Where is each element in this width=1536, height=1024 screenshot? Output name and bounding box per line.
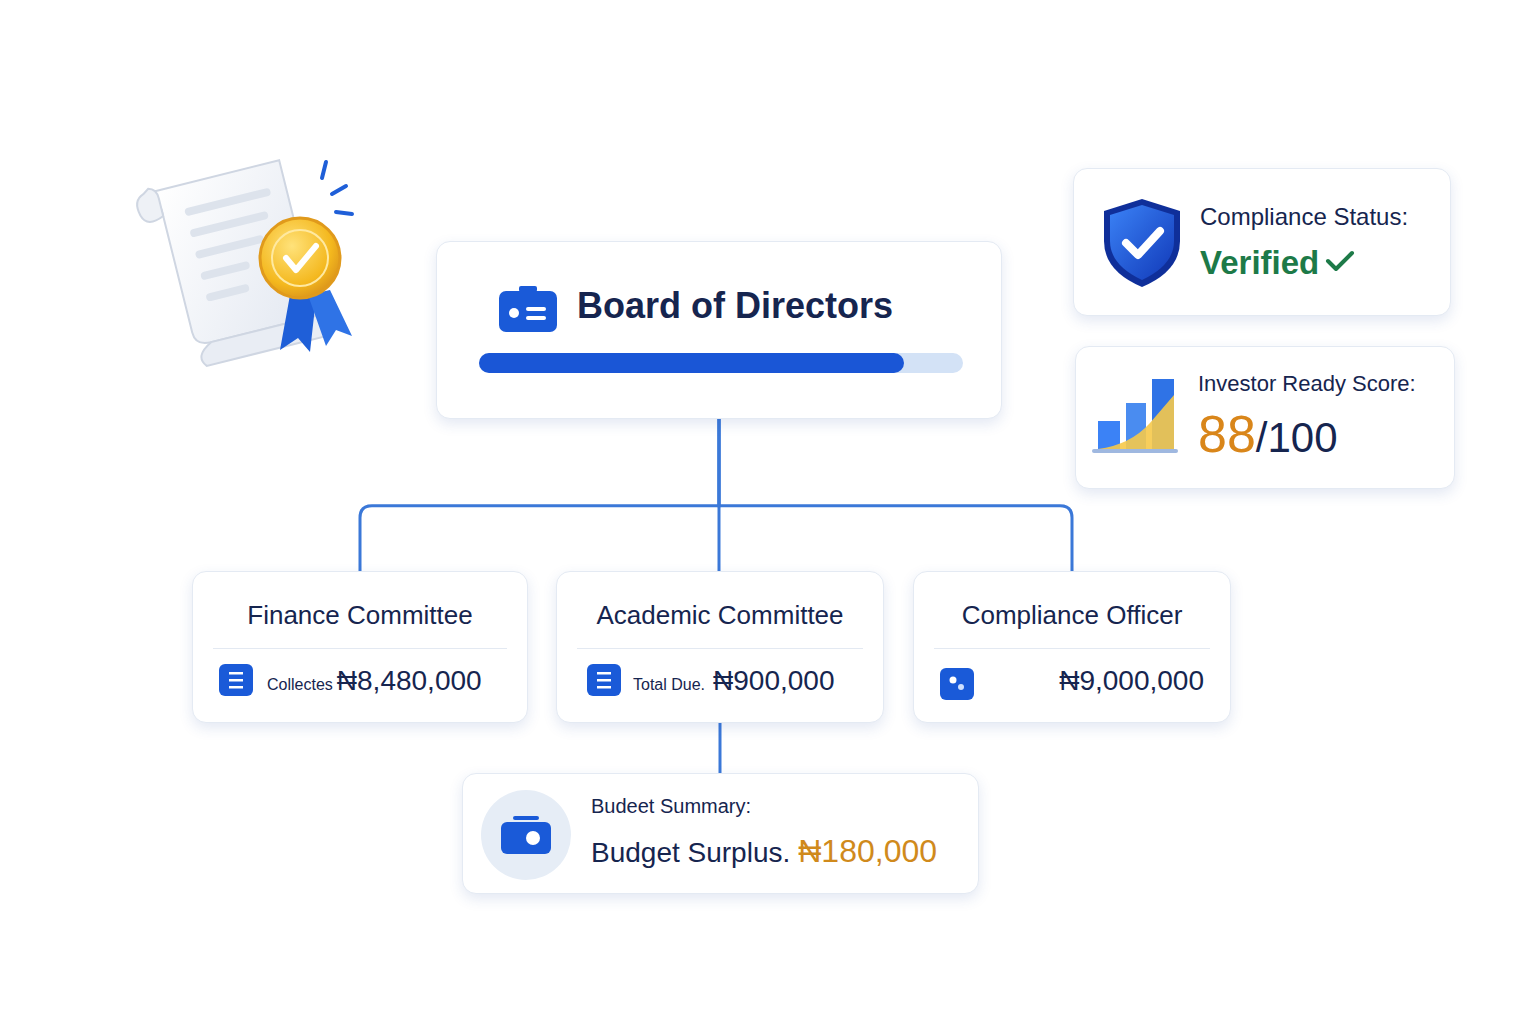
separator-line	[213, 648, 507, 649]
node-text: Budeet Summary:	[591, 794, 751, 818]
node-text: Total Due.	[633, 675, 705, 694]
node-text: ₦900,000	[713, 664, 834, 698]
node-text: ₦9,000,000	[1059, 664, 1204, 698]
node-text: /100	[1256, 413, 1338, 463]
text-row: Total Due. ₦900,000	[587, 664, 834, 700]
text-row: Board of Directors	[577, 284, 893, 327]
text-row: Compliance Status:	[1200, 203, 1408, 232]
check-icon	[1325, 249, 1355, 277]
text-row: Collectes₦8,480,000	[219, 664, 482, 700]
node-text: Collectes	[267, 675, 333, 694]
text-row: Compliance Officer	[914, 600, 1230, 631]
org-connector	[719, 419, 1072, 571]
text-row: Investor Ready Score:	[1198, 371, 1416, 397]
node-text: ₦180,000	[798, 832, 937, 870]
org-connector	[719, 723, 722, 773]
org-connector	[360, 419, 719, 571]
committee-box: Finance CommitteeCollectes₦8,480,000	[192, 571, 528, 723]
idcard-icon	[499, 286, 557, 336]
node-text: 88	[1198, 403, 1256, 465]
budget-box: Budeet Summary: Budget Surplus.₦180,000	[462, 773, 979, 894]
doc-icon	[587, 664, 621, 700]
node-text: ₦8,480,000	[337, 664, 482, 698]
node-text: Investor Ready Score:	[1198, 371, 1416, 397]
text-row: Finance Committee	[193, 600, 527, 631]
shield-icon	[1100, 197, 1184, 293]
separator-line	[577, 648, 863, 649]
node-text: Compliance Status:	[1200, 203, 1408, 232]
score-card: Investor Ready Score: 88/100	[1075, 346, 1455, 489]
node-text: Board of Directors	[577, 284, 893, 327]
doc-icon	[219, 664, 253, 700]
text-row: Budget Surplus.₦180,000	[591, 832, 937, 870]
dots-icon	[940, 668, 974, 704]
certificate-illustration	[130, 130, 380, 370]
node-text: Academic Committee	[596, 600, 843, 631]
node-text: Compliance Officer	[962, 600, 1183, 631]
bar-icon	[479, 352, 963, 378]
officer-box: Compliance Officer ₦9,000,000	[913, 571, 1231, 723]
wallet-icon	[481, 790, 571, 884]
text-row: ₦9,000,000	[1059, 664, 1204, 698]
board-box: Board of Directors	[436, 241, 1002, 419]
chart-icon	[1090, 375, 1180, 465]
status-card: Compliance Status: Verified	[1073, 168, 1451, 316]
text-row: Verified	[1200, 243, 1355, 283]
text-row: Academic Committee	[557, 600, 883, 631]
committee-box: Academic CommitteeTotal Due. ₦900,000	[556, 571, 884, 723]
node-text: Budget Surplus.	[591, 836, 790, 870]
node-text: Finance Committee	[247, 600, 472, 631]
text-row: Budeet Summary:	[591, 794, 751, 818]
text-row: 88/100	[1198, 403, 1338, 465]
separator-line	[934, 648, 1210, 649]
node-text: Verified	[1200, 243, 1319, 283]
